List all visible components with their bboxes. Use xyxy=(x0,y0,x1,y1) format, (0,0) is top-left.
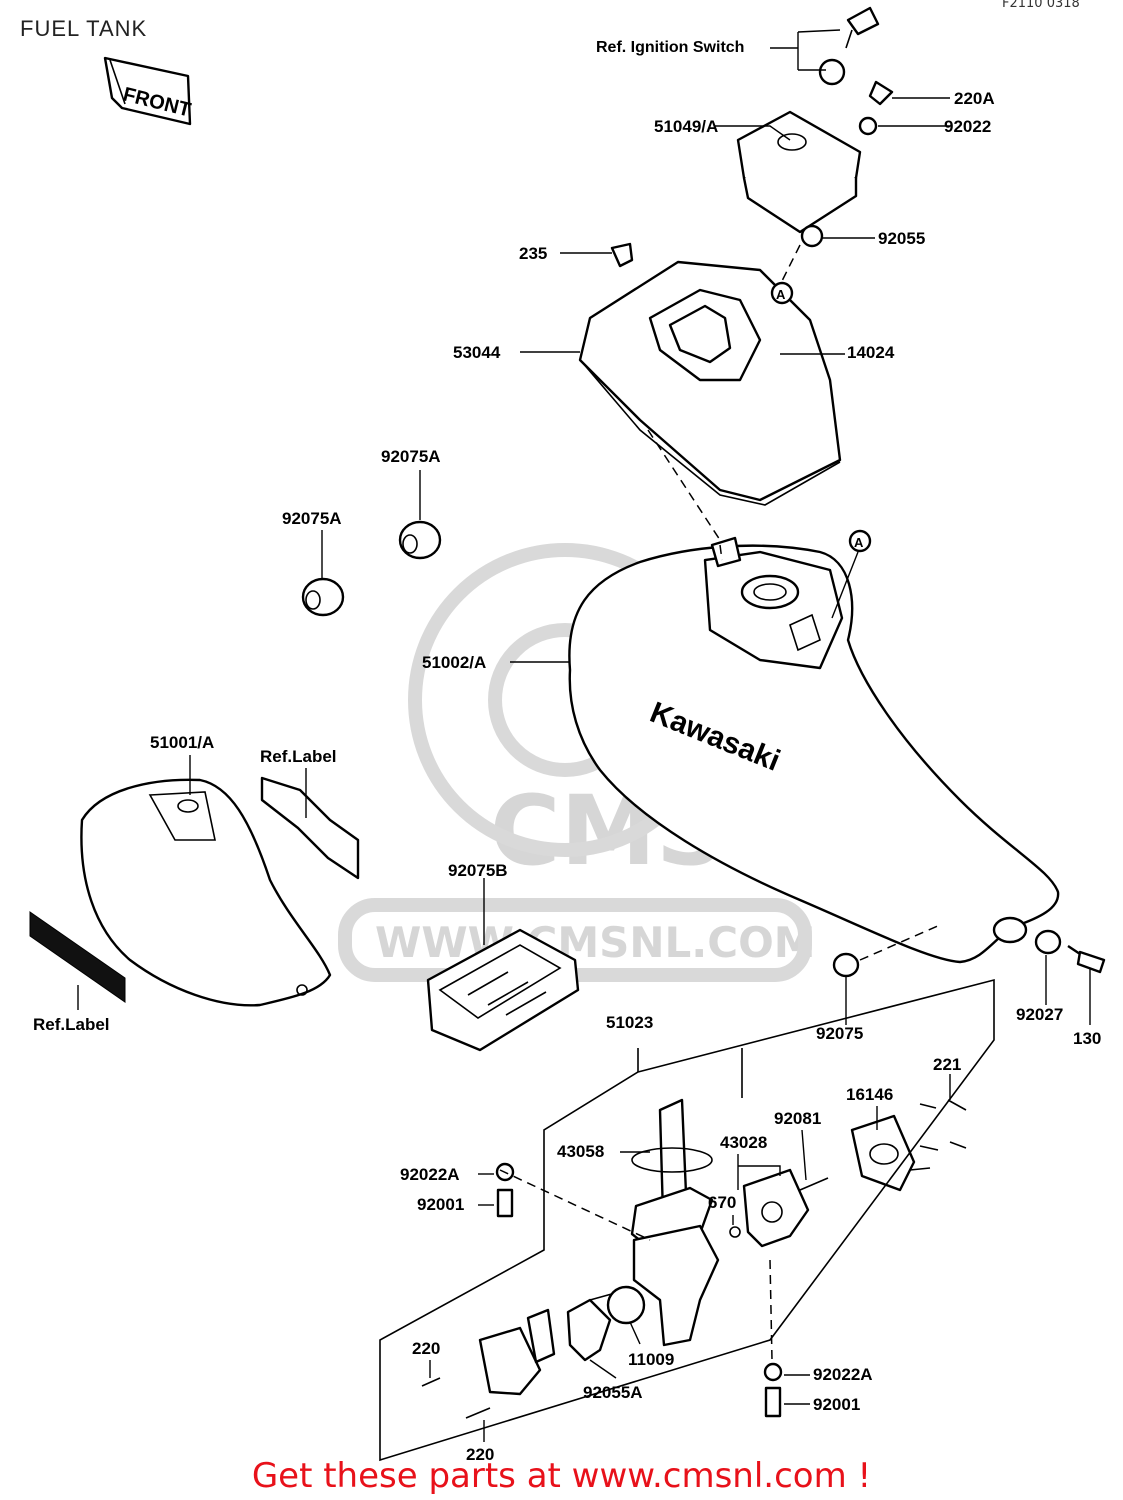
damper-92075a-lower xyxy=(301,577,345,617)
oring-670 xyxy=(729,1226,741,1238)
callout-ref-label-upper: Ref.Label xyxy=(260,747,337,766)
screws-221 xyxy=(909,1099,967,1171)
ignition-cover-51049 xyxy=(736,110,862,234)
callout-51049a: 51049/A xyxy=(654,117,719,136)
callout-51001a: 51001/A xyxy=(150,733,215,752)
bolts-92001 xyxy=(495,1162,783,1418)
lever-92055a xyxy=(566,1289,627,1362)
bolt-220a xyxy=(858,80,894,136)
watermark-url: WWW.CMSNL.COM xyxy=(375,918,816,967)
fuel-tank-51002: Kawasaki xyxy=(568,536,1060,964)
oring-92055 xyxy=(800,224,824,248)
ignition-key-icon xyxy=(818,6,880,86)
callout-92075b: 92075B xyxy=(448,861,508,880)
callout-92001-upper: 92001 xyxy=(417,1195,465,1214)
footer-link[interactable]: Get these parts at www.cmsnl.com ! xyxy=(251,1456,872,1496)
callout-43058: 43058 xyxy=(557,1142,605,1161)
callout-670: 670 xyxy=(708,1193,737,1212)
callout-43028: 43028 xyxy=(720,1133,768,1152)
tank-cover-14024 xyxy=(578,242,842,506)
callout-ignition-switch: Ref. Ignition Switch xyxy=(596,39,745,56)
cover-43028 xyxy=(742,1168,810,1248)
plate-16146 xyxy=(850,1114,916,1192)
callout-235: 235 xyxy=(519,244,548,263)
assembly-outline xyxy=(379,978,995,1462)
callout-220a: 220A xyxy=(954,89,995,108)
fuel-tap-51023 xyxy=(630,1098,720,1347)
callout-11009: 11009 xyxy=(628,1350,675,1369)
bolt-130 xyxy=(1067,945,1106,974)
callout-51023: 51023 xyxy=(606,1013,654,1032)
leader-lines xyxy=(77,29,1091,1442)
pad-92075b xyxy=(426,928,580,1052)
reference-marker-a-upper: A xyxy=(770,281,794,305)
callout-92022: 92022 xyxy=(944,117,992,136)
callout-92001-lower: 92001 xyxy=(813,1395,861,1414)
front-arrow-icon: FRONT xyxy=(103,56,193,126)
reference-marker-a-lower: A xyxy=(848,529,872,553)
callout-16146: 16146 xyxy=(846,1085,894,1104)
svg-text:A: A xyxy=(776,287,786,302)
reference-label-strip xyxy=(260,776,360,880)
callout-92027: 92027 xyxy=(1016,1005,1064,1024)
callout-14024: 14024 xyxy=(847,343,895,362)
callout-92075: 92075 xyxy=(816,1024,864,1043)
callout-92055a: 92055A xyxy=(583,1383,643,1402)
side-brand-label xyxy=(29,911,126,1003)
callout-220-lower: 220 xyxy=(466,1445,495,1464)
callout-92075a-upper: 92075A xyxy=(381,447,441,466)
callout-53044: 53044 xyxy=(453,343,501,362)
callout-92022a-lower: 92022A xyxy=(813,1365,873,1384)
callout-130: 130 xyxy=(1073,1029,1102,1048)
fuel-tank-51001 xyxy=(80,778,332,1007)
damper-92075a-upper xyxy=(398,520,442,560)
collar-92027 xyxy=(1034,929,1062,955)
page-title: FUEL TANK xyxy=(20,16,148,41)
callout-92055: 92055 xyxy=(878,229,926,248)
callout-221: 221 xyxy=(933,1055,962,1074)
callout-ref-label-lower: Ref.Label xyxy=(33,1015,110,1034)
drawing-code: F2110 0318 xyxy=(1002,0,1080,11)
washer-11009 xyxy=(606,1285,646,1325)
gasket-plate xyxy=(478,1308,556,1396)
svg-text:A: A xyxy=(854,535,864,550)
spring-92081 xyxy=(799,1177,829,1191)
callout-92081: 92081 xyxy=(774,1109,822,1128)
screws-220 xyxy=(421,1377,491,1419)
damper-92075 xyxy=(832,952,860,978)
callout-92022a-upper: 92022A xyxy=(400,1165,460,1184)
callout-51002a: 51002/A xyxy=(422,653,487,672)
callout-92075a-lower: 92075A xyxy=(282,509,342,528)
callout-220-upper: 220 xyxy=(412,1339,441,1358)
